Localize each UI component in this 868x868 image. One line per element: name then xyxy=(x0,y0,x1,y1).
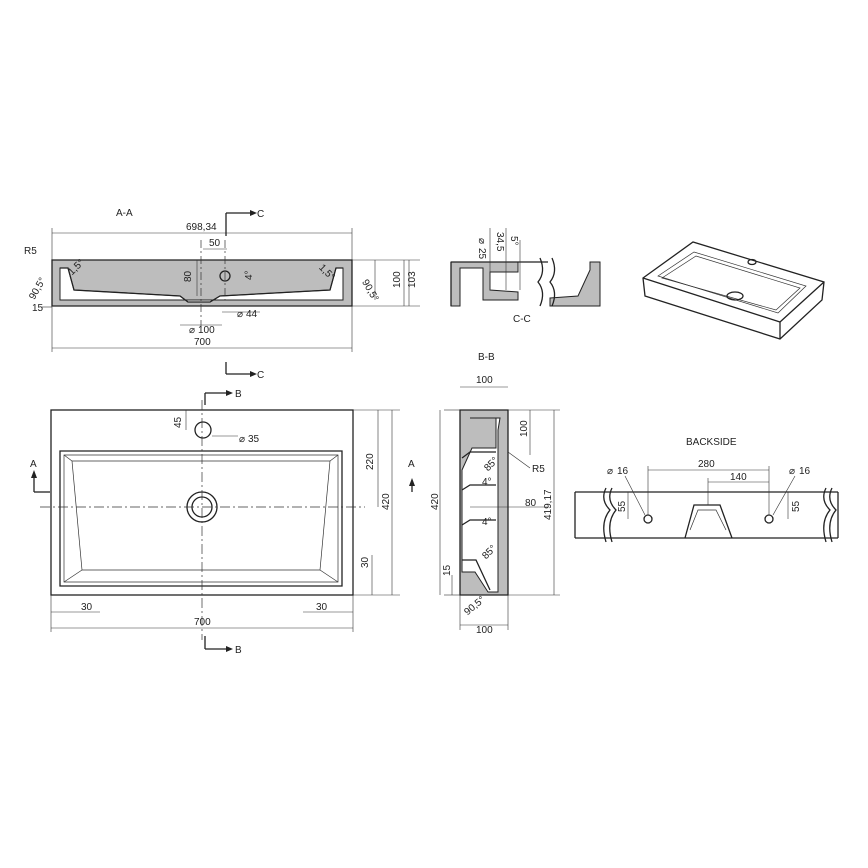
bb-angle-85-bottom: 85° xyxy=(480,543,498,561)
dim-tap-hole-35: 35 xyxy=(248,434,260,445)
backside-hole-right xyxy=(764,514,774,524)
basin-profile-aa xyxy=(51,259,353,307)
section-cc-title: C-C xyxy=(513,314,531,325)
dim-drain-44: 44 xyxy=(246,309,258,320)
backside-height-left: 55 xyxy=(617,500,628,512)
dim-tap-offset: 50 xyxy=(209,238,221,249)
backside-hole-right-size: 16 xyxy=(799,466,811,477)
plan-view: B 45 ⌀ 35 220 420 30 30 30 xyxy=(30,389,415,656)
section-marker-c-top: C xyxy=(257,209,264,220)
dim-drain-44-symbol: ⌀ xyxy=(237,309,243,320)
backside-hole-left-symbol: ⌀ xyxy=(607,466,613,477)
bb-profile xyxy=(459,409,509,596)
angle-right-aa: 90,5° xyxy=(359,278,380,304)
slope-4-aa: 4° xyxy=(244,270,255,280)
cc-hole-25-symbol: ⌀ xyxy=(476,238,487,244)
section-bb: B-B 100 100 R5 85° 4° 80 4° 85° 420 419,… xyxy=(430,352,560,636)
bb-height-420: 420 xyxy=(430,493,441,510)
backside-title: BACKSIDE xyxy=(686,437,737,448)
dim-220: 220 xyxy=(365,453,376,470)
section-marker-a-left: A xyxy=(30,459,37,470)
dim-420-plan: 420 xyxy=(381,493,392,510)
dim-wall-15: 15 xyxy=(32,303,44,314)
backside-hole-left-size: 16 xyxy=(617,466,629,477)
backside-hole-right-symbol: ⌀ xyxy=(789,466,795,477)
height-103-aa: 103 xyxy=(407,271,418,288)
tap-hole-plan xyxy=(194,421,212,439)
height-100-aa: 100 xyxy=(392,271,403,288)
bb-dim-15: 15 xyxy=(442,564,453,576)
bb-angle-4-a: 4° xyxy=(482,477,492,488)
backside-overflow xyxy=(684,504,733,539)
dim-drain-100: 100 xyxy=(198,325,215,336)
bb-height-419: 419,17 xyxy=(543,489,554,520)
dim-tap-hole-35-symbol: ⌀ xyxy=(239,434,245,445)
dim-30-right: 30 xyxy=(360,556,371,568)
cc-profile-left xyxy=(450,261,519,307)
dim-overall-bottom: 700 xyxy=(194,337,211,348)
section-marker-b-bottom: B xyxy=(235,645,242,656)
section-marker-b-top: B xyxy=(235,389,242,400)
cc-angle-5: 5° xyxy=(508,236,519,246)
section-aa-title: A-A xyxy=(116,208,133,219)
cc-hole-25: 25 xyxy=(476,248,487,260)
section-marker-a-right: A xyxy=(408,459,415,470)
bb-dim-100-right: 100 xyxy=(519,420,530,437)
dim-30-left: 30 xyxy=(81,602,93,613)
section-aa: A-A 698,34 50 C R5 90,5° 90,5° 1,5° 1,5°… xyxy=(24,208,420,381)
dim-width-700: 700 xyxy=(194,617,211,628)
section-cc: ⌀ 25 34,5 5° C-C xyxy=(450,228,601,325)
dim-overall-top: 698,34 xyxy=(186,222,217,233)
basin-inner-rim xyxy=(59,450,343,587)
isometric-view xyxy=(642,241,825,340)
backside-height-right: 55 xyxy=(791,500,802,512)
dim-tap-45: 45 xyxy=(173,416,184,428)
backside-view: BACKSIDE 280 140 ⌀ 16 ⌀ 16 55 55 xyxy=(574,437,839,543)
dim-r5-aa: R5 xyxy=(24,246,37,257)
cc-profile-right xyxy=(549,261,601,307)
section-bb-title: B-B xyxy=(478,352,495,363)
dim-30-bottom-right: 30 xyxy=(316,602,328,613)
bb-r5: R5 xyxy=(532,464,545,475)
backside-span-280: 280 xyxy=(698,459,715,470)
bb-dim-bottom-100: 100 xyxy=(476,625,493,636)
iso-drain xyxy=(726,291,744,301)
backside-hole-left xyxy=(643,514,653,524)
bb-angle-90-5: 90,5° xyxy=(462,594,487,618)
bb-dim-80: 80 xyxy=(525,498,537,509)
bb-dim-top-100: 100 xyxy=(476,375,493,386)
section-marker-c-bottom: C xyxy=(257,370,264,381)
dim-depth-80: 80 xyxy=(183,270,194,282)
angle-left-aa: 90,5° xyxy=(27,276,48,302)
bb-angle-4-b: 4° xyxy=(482,517,492,528)
iso-tap-hole xyxy=(747,258,757,266)
cc-dim-34-5: 34,5 xyxy=(494,232,505,252)
tap-hole-aa xyxy=(219,270,231,282)
dim-drain-100-symbol: ⌀ xyxy=(189,325,195,336)
backside-span-140: 140 xyxy=(730,472,747,483)
